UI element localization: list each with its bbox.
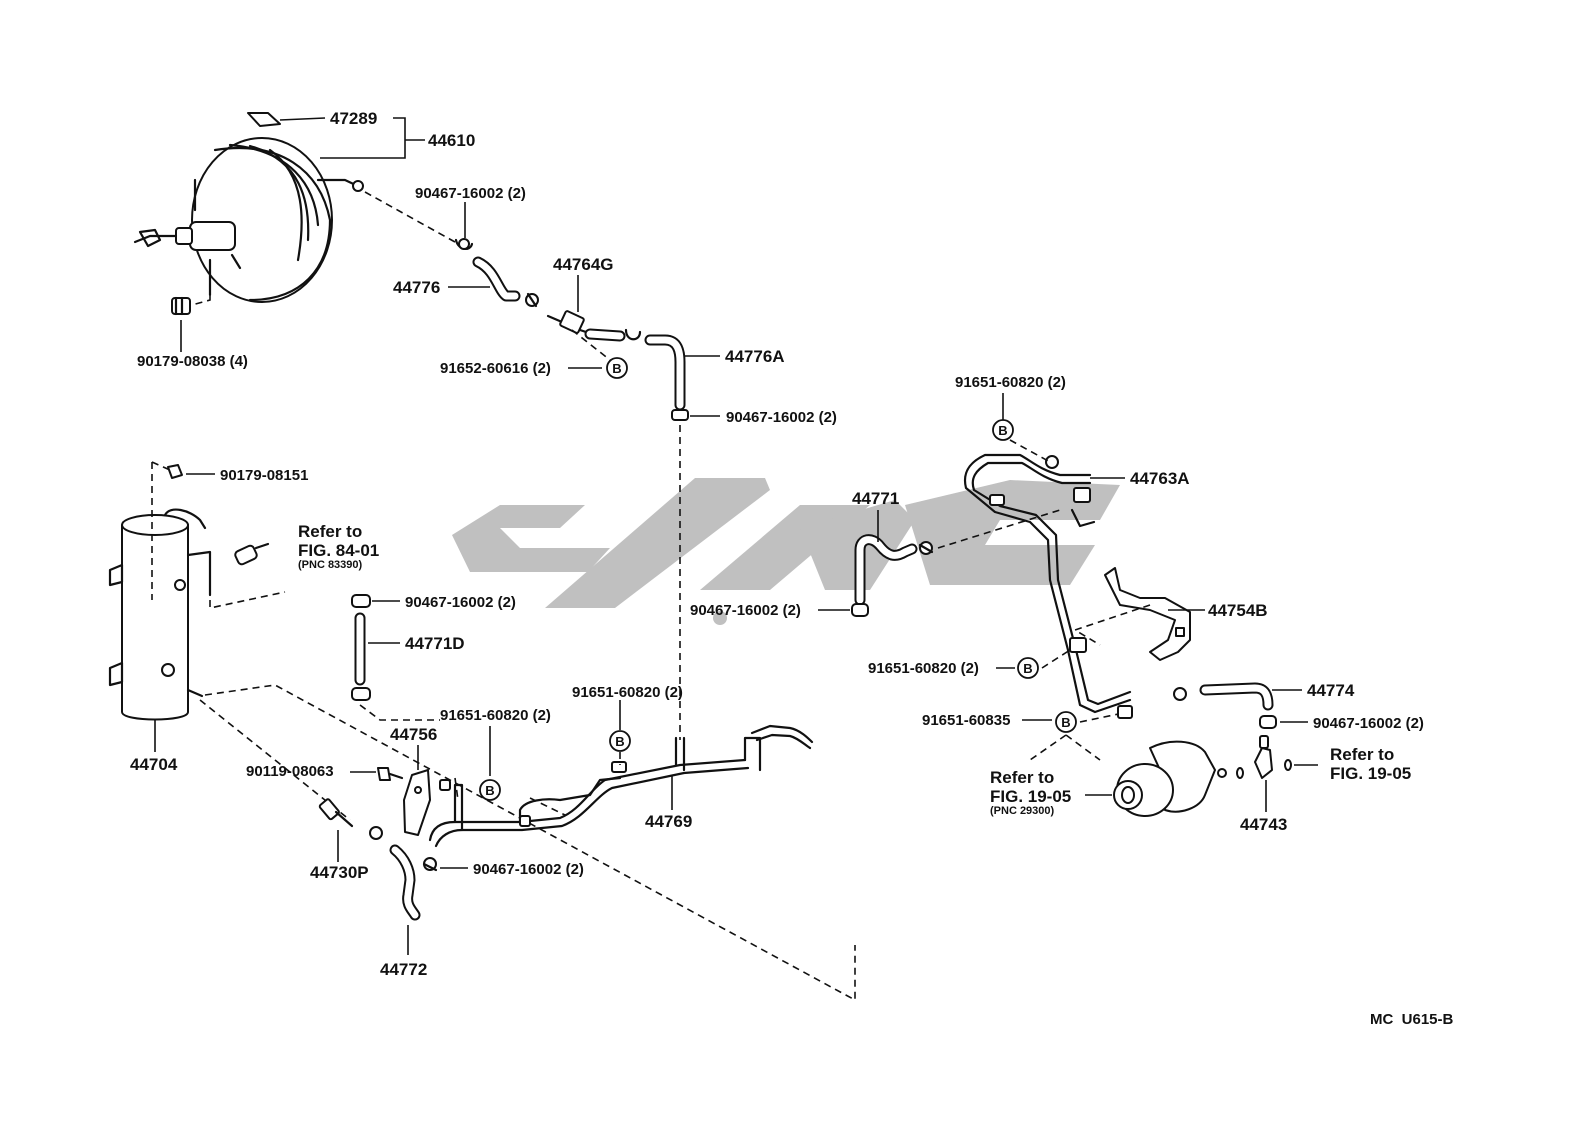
clip-90467-e-icon [851,603,869,617]
label-91651-b: 91651-60820 (2) [440,707,551,724]
label-44763A: 44763A [1130,469,1190,488]
nut-90179-08151-icon [167,464,183,479]
label-44756: 44756 [390,725,437,744]
label-44730P: 44730P [310,863,369,882]
label-44754B: 44754B [1208,601,1268,620]
clip-90467-b-icon [671,409,689,421]
label-90179-08038: 90179-08038 (4) [137,353,248,370]
valve-44743-icon [1236,735,1292,779]
leader-91652 [571,329,611,361]
svg-text:B: B [612,361,621,376]
svg-text:B: B [998,423,1007,438]
clip-icon [1173,687,1187,701]
label-44771: 44771 [852,489,899,508]
ref-fig19b-line2: FIG. 19-05 [1330,764,1411,783]
clip-icon [351,687,371,701]
ref-fig19a-line1: Refer to [990,768,1054,787]
vacuum-tank-44704 [108,508,212,721]
label-47289: 47289 [330,109,377,128]
ref-fig84-line3: (PNC 83390) [298,559,363,571]
svg-text:B: B [615,734,624,749]
label-91651-a: 91651-60820 (2) [572,684,683,701]
label-90467-f: 90467-16002 (2) [1313,715,1424,732]
ref-fig84-line2: FIG. 84-01 [298,541,379,560]
label-44772: 44772 [380,960,427,979]
clip-icon [624,328,642,341]
clip-90467-c-icon [351,594,371,608]
bracket-44754B-icon [1104,567,1191,661]
clip-90467-d-icon [422,857,438,872]
svg-text:B: B [1061,715,1070,730]
callout-b-91651-a: B [609,730,631,752]
brake-booster-assembly [133,137,364,303]
label-44610: 44610 [428,131,475,150]
callout-b-91651-d: B [1017,657,1039,679]
plate-47289-icon [247,112,281,127]
svg-text:B: B [1023,661,1032,676]
leader-tank-diagonal [204,684,856,1002]
leader-44771-dash [937,509,1061,549]
label-90467-a: 90467-16002 (2) [415,185,526,202]
leader-tank-switch [209,591,286,609]
clip-small-icon [525,292,539,308]
actuator-29300-icon [1113,740,1227,817]
nut-90179-08038-icon [171,296,191,316]
ref-fig19b-line1: Refer to [1330,745,1394,764]
leader-nut-booster [191,260,211,306]
leader-91651-d-dash [1041,649,1071,669]
clip-90467-icon [454,238,474,250]
leader-91651-c-dash [1009,439,1051,463]
label-44743: 44743 [1240,815,1287,834]
label-44764G: 44764G [553,255,614,274]
bracket-44756-icon [403,769,431,836]
callout-b-91652: B [606,357,628,379]
leader-pipe-dash [529,797,566,816]
label-44704: 44704 [130,755,178,774]
label-90467-b: 90467-16002 (2) [726,409,837,426]
callout-b-91651-b: B [479,779,501,801]
label-91651-60835: 91651-60835 [922,712,1010,729]
label-44771D: 44771D [405,634,465,653]
bolt-90119-icon [377,767,404,781]
label-44769: 44769 [645,812,692,831]
label-90119-08063: 90119-08063 [246,763,334,780]
clip-icon [918,541,934,555]
pipe-assembly-44769 [428,724,814,848]
bracket-44610 [320,117,406,159]
label-44776A: 44776A [725,347,785,366]
ref-fig19a-line3: (PNC 29300) [990,805,1055,817]
leader-booster-hose [364,191,456,243]
label-90467-c: 90467-16002 (2) [405,594,516,611]
clamp-60835-icon [1117,705,1133,719]
label-91652-60616: 91652-60616 (2) [440,360,551,377]
label-90179-08151: 90179-08151 [220,467,308,484]
label-90467-d: 90467-16002 (2) [473,861,584,878]
leader-47289 [279,117,326,121]
clip-icon [369,826,383,840]
callout-b-91651-60835: B [1055,711,1077,733]
leader-44754B-dash [1073,604,1151,646]
label-91651-c: 91651-60820 (2) [955,374,1066,391]
ref-fig84-line1: Refer to [298,522,362,541]
vacuum-switch-icon [234,542,270,566]
leader-91651-b-dash [454,777,459,801]
label-91651-d: 91651-60820 (2) [868,660,979,677]
label-44776: 44776 [393,278,440,297]
diagram-code: MC U615-B [1370,1011,1454,1028]
clamp-icon [1069,637,1087,653]
clip-90467-f-icon [1259,715,1277,729]
ref-fig19a-line2: FIG. 19-05 [990,787,1071,806]
label-90467-e: 90467-16002 (2) [690,602,801,619]
pipe-44763A [963,453,1132,714]
svg-text:B: B [485,783,494,798]
callout-b-91651-c: B [992,419,1014,441]
leader-tank-top-b [151,461,171,471]
valve-44730P-icon [318,798,354,828]
leader-44771D-down [359,704,440,721]
leader-91651-60835-dash [1029,734,1101,761]
label-44774: 44774 [1307,681,1355,700]
